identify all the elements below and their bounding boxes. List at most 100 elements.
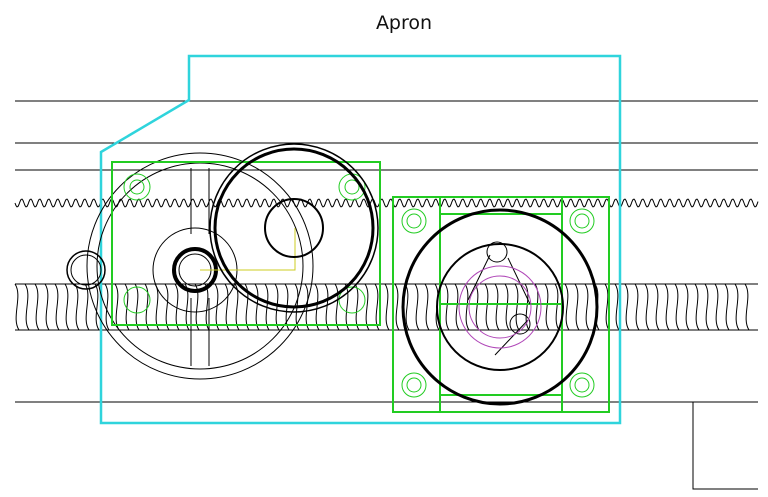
handwheel-inner: [96, 162, 304, 370]
small-pulley: [66, 250, 106, 290]
nut-flange: [401, 208, 599, 406]
thread-segment: [554, 283, 560, 331]
thread-segment: [324, 283, 330, 331]
bolt-hole-icon: [123, 173, 151, 201]
thread-segment: [724, 283, 730, 331]
thread-segment: [464, 283, 470, 331]
bolt-hole-icon: [401, 372, 427, 398]
thread-segment: [144, 283, 150, 331]
thread-segment: [714, 283, 720, 331]
drawing-title: Apron: [375, 12, 433, 34]
bolt-hole-icon: [401, 208, 427, 234]
nut-link-2: [507, 257, 531, 305]
nut-detail: [458, 265, 542, 349]
thread-segment: [74, 283, 80, 331]
thread-segment: [384, 283, 390, 331]
thread-segment: [334, 283, 340, 331]
thread-segment: [274, 283, 280, 331]
thread-segment: [654, 283, 660, 331]
bolt-hole-icon: [338, 286, 366, 314]
leadscrew-threads: [14, 283, 750, 331]
thread-segment: [54, 283, 60, 331]
thread-segment: [64, 283, 70, 331]
reference-line: [200, 228, 296, 271]
thread-segment: [204, 283, 210, 331]
thread-segment: [444, 283, 450, 331]
right-mount-plate: [392, 196, 610, 413]
thread-segment: [134, 283, 140, 331]
handwheel-assembly: [66, 152, 314, 380]
thread-segment: [584, 283, 590, 331]
thread-segment: [124, 283, 130, 331]
thread-segment: [474, 283, 480, 331]
thread-segment: [114, 283, 120, 331]
gear-outer-2: [213, 147, 375, 309]
thread-segment: [234, 283, 240, 331]
bolt-hole-icon: [406, 213, 422, 229]
thread-segment: [14, 283, 20, 331]
thread-segment: [524, 283, 530, 331]
thread-segment: [514, 283, 520, 331]
thread-segment: [614, 283, 620, 331]
thread-segment: [44, 283, 50, 331]
thread-segment: [574, 283, 580, 331]
nut-detail-inner: [468, 275, 532, 339]
thread-segment: [394, 283, 400, 331]
thread-segment: [564, 283, 570, 331]
bolt-hole-icon: [123, 286, 151, 314]
leadscrew-nut-icon: [401, 208, 599, 406]
left-mount-rect: [111, 161, 381, 326]
apron-outline: [99, 54, 622, 425]
thread-segment: [664, 283, 670, 331]
bed-lines: [15, 100, 758, 490]
thread-segment: [94, 283, 100, 331]
thread-segment: [414, 283, 420, 331]
thread-segment: [214, 283, 220, 331]
bolt-hole-icon: [574, 213, 590, 229]
thread-segment: [634, 283, 640, 331]
thread-segment: [484, 283, 490, 331]
thread-segment: [224, 283, 230, 331]
thread-segment: [34, 283, 40, 331]
thread-segment: [164, 283, 170, 331]
bolt-hole-icon: [574, 377, 590, 393]
thread-segment: [344, 283, 350, 331]
thread-segment: [24, 283, 30, 331]
nut-body: [436, 243, 564, 371]
nut-link-1: [467, 254, 491, 301]
gear-bore: [264, 198, 324, 258]
thread-segment: [644, 283, 650, 331]
bolt-hole-icon: [344, 179, 360, 195]
nut-hole-bottom: [509, 313, 531, 335]
thread-segment: [244, 283, 250, 331]
thread-segment: [424, 283, 430, 331]
bolt-hole-icon: [569, 208, 595, 234]
thread-segment: [624, 283, 630, 331]
rack: [14, 198, 759, 208]
thread-segment: [744, 283, 750, 331]
thread-segment: [704, 283, 710, 331]
thread-segment: [174, 283, 180, 331]
bolt-hole-icon: [406, 377, 422, 393]
thread-segment: [314, 283, 320, 331]
small-pulley-inner: [70, 254, 102, 286]
gear-outer: [209, 143, 379, 313]
nut-link-3: [494, 319, 529, 356]
bolt-hole-icon: [129, 179, 145, 195]
thread-segment: [254, 283, 260, 331]
thread-segment: [534, 283, 540, 331]
nut-detail-outer: [458, 265, 542, 349]
left-bolt-holes: [123, 173, 366, 314]
thread-segment: [674, 283, 680, 331]
thread-segment: [454, 283, 460, 331]
thread-segment: [354, 283, 360, 331]
thread-segment: [684, 283, 690, 331]
left-mount-plate: [111, 161, 381, 326]
thread-segment: [364, 283, 370, 331]
right-bolt-holes: [401, 208, 595, 398]
thread-segment: [694, 283, 700, 331]
handwheel-rim: [86, 152, 314, 380]
thread-segment: [104, 283, 110, 331]
